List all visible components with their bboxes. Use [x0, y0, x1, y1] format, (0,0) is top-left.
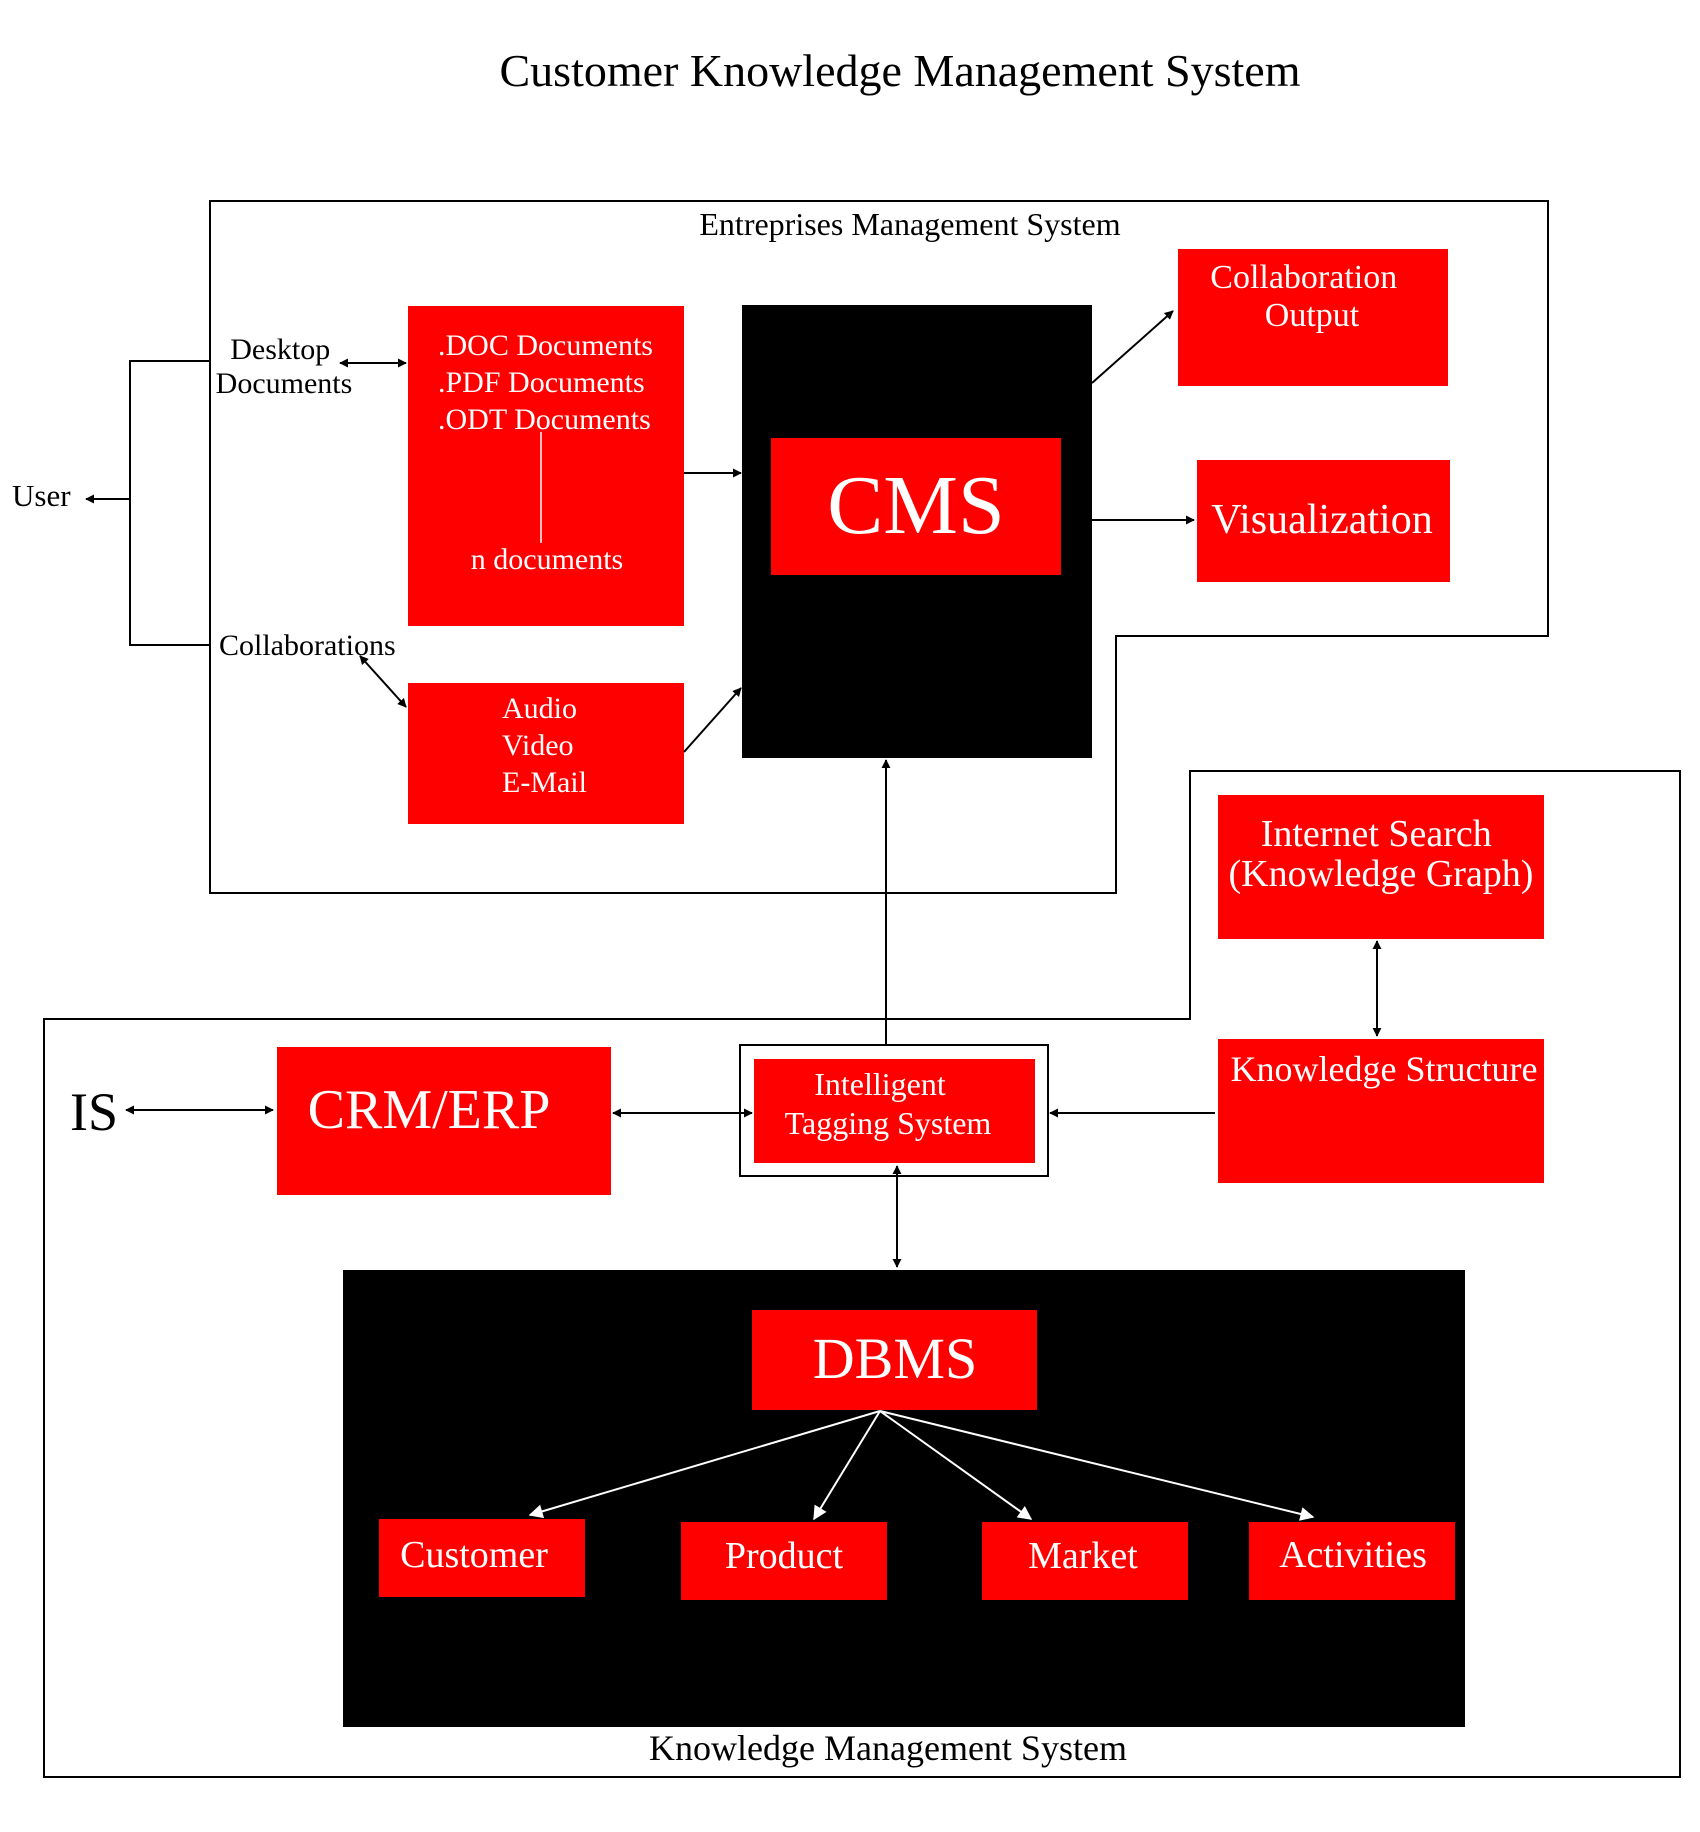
- activities-label: Activities: [1279, 1534, 1427, 1576]
- tagging-box: [754, 1059, 1035, 1163]
- dbms-label: DBMS: [813, 1326, 977, 1391]
- crm-erp-label: CRM/ERP: [308, 1079, 551, 1141]
- enterprise-region-label: Entreprises Management System: [699, 206, 1120, 242]
- visualization-box: [1197, 460, 1450, 582]
- media-box: [408, 683, 684, 824]
- diagram-title: Customer Knowledge Management System: [499, 45, 1300, 96]
- documents-list: .DOC Documents .PDF Documents .ODT Docum…: [438, 329, 660, 436]
- is-label: IS: [70, 1082, 118, 1142]
- documents-box: [408, 306, 684, 626]
- media-list: Audio Video E-Mail: [502, 692, 587, 799]
- tagging-label: Intelligent Tagging System: [785, 1066, 992, 1141]
- knowledge-structure-box: [1218, 1039, 1544, 1183]
- dbms-to-product-arrow: [813, 1410, 881, 1521]
- dbms-to-activities-arrow: [879, 1410, 1315, 1521]
- market-label: Market: [1028, 1535, 1138, 1577]
- collaboration-output-box: [1178, 249, 1448, 386]
- visualization-label: Visualization: [1211, 497, 1432, 543]
- activities-box: [1249, 1522, 1455, 1600]
- cms-label: CMS: [827, 459, 1004, 552]
- customer-label: Customer: [400, 1534, 548, 1576]
- cms-to-collaboration-output-arrow: [1091, 310, 1174, 384]
- product-label: Product: [725, 1535, 844, 1577]
- internet-search-label: Internet Search (Knowledge Graph): [1229, 813, 1534, 895]
- knowledge-structure-label: Knowledge Structure: [1231, 1049, 1538, 1089]
- enterprise-region-frame: [209, 200, 1549, 894]
- collaborations-label: Collaborations: [219, 629, 396, 662]
- product-box: [681, 1522, 887, 1600]
- collaborations-arrow: [359, 655, 407, 708]
- dbms-to-customer-arrow: [528, 1410, 881, 1519]
- knowledge-region-label: Knowledge Management System: [649, 1728, 1127, 1768]
- crm-erp-box: [277, 1047, 611, 1195]
- user-bracket: [129, 360, 210, 646]
- media-to-cms-arrow: [683, 687, 742, 753]
- n-documents-label: n documents: [471, 543, 623, 576]
- cms-box: [771, 438, 1061, 575]
- market-box: [982, 1522, 1188, 1600]
- internet-search-box: [1218, 795, 1544, 939]
- knowledge-region-frame: [43, 770, 1681, 1778]
- customer-box: [379, 1519, 585, 1597]
- user-label: User: [12, 478, 71, 513]
- dbms-to-market-arrow: [879, 1410, 1033, 1520]
- dbms-box: [752, 1310, 1037, 1410]
- collaboration-output-label: Collaboration Output: [1210, 259, 1405, 334]
- desktop-documents-label: Desktop Documents: [216, 333, 353, 400]
